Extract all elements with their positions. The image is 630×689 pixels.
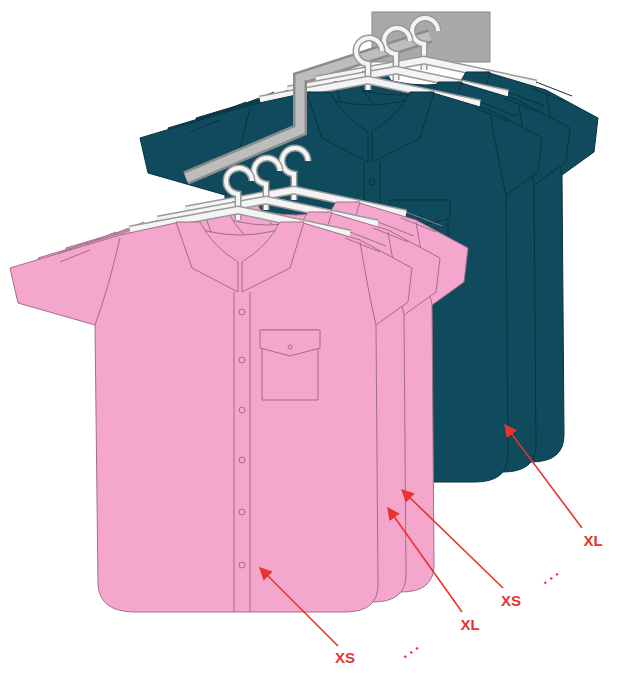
size-label: XS	[335, 650, 355, 665]
leader-line	[402, 490, 503, 588]
size-label: XS	[501, 593, 521, 608]
size-label: XL	[460, 617, 479, 632]
size-label: XL	[583, 533, 602, 548]
hanger	[130, 168, 350, 234]
pink-shirts	[10, 148, 468, 612]
leader-line	[388, 508, 462, 612]
shirt-xs	[10, 222, 412, 612]
continuation-dots: ...	[397, 636, 423, 661]
leader-line	[260, 568, 338, 646]
continuation-dots: ...	[537, 562, 563, 587]
leader-line	[505, 425, 582, 528]
leader-arrows	[260, 425, 582, 646]
